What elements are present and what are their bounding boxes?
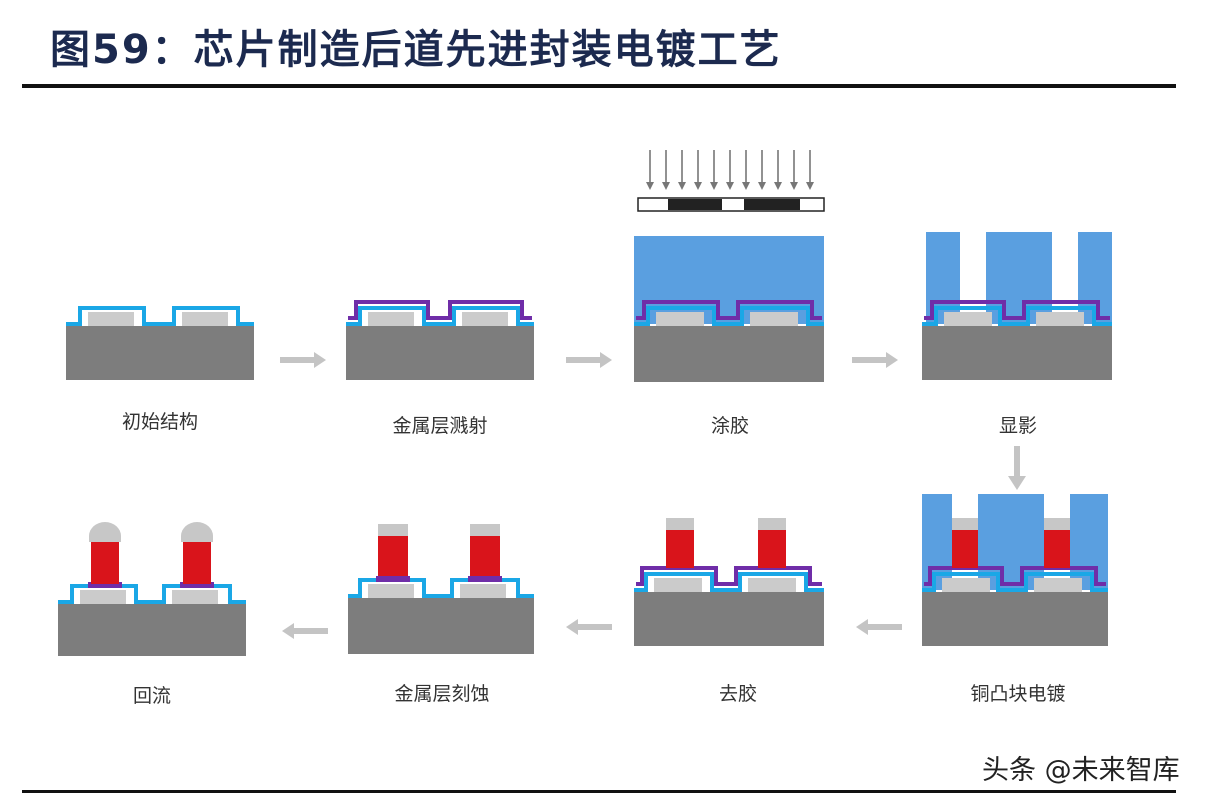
passivation-layer <box>922 572 1108 592</box>
flow-arrows <box>280 352 1026 639</box>
pad <box>654 578 702 592</box>
solder-cap <box>470 524 500 536</box>
copper-bump <box>1044 530 1070 568</box>
step-development <box>922 232 1112 380</box>
seed-metal-layer <box>924 566 1106 586</box>
passivation-layer <box>634 572 824 592</box>
pad <box>80 590 126 604</box>
pad <box>656 312 704 326</box>
solder-cap <box>952 518 978 530</box>
step-label: 金属层刻蚀 <box>394 683 489 705</box>
step-label: 涂胶 <box>711 415 749 437</box>
step-photoresist-removal <box>634 518 824 646</box>
step-metal-sputtering <box>346 300 534 380</box>
pad <box>944 312 992 326</box>
step-metal-etching <box>348 524 534 654</box>
substrate <box>58 604 246 656</box>
pad <box>182 312 228 326</box>
patterned-photoresist <box>926 232 1112 324</box>
pad <box>460 584 506 598</box>
solder-cap <box>666 518 694 530</box>
right-arrow-icon <box>566 352 612 368</box>
copper-bump <box>183 542 211 584</box>
step-label: 回流 <box>133 685 171 707</box>
pad <box>1036 312 1084 326</box>
pad <box>172 590 218 604</box>
seed-metal-remnant <box>468 576 502 582</box>
substrate <box>634 592 824 646</box>
copper-bump <box>666 530 694 568</box>
step-label: 初始结构 <box>122 411 198 433</box>
copper-bump <box>952 530 978 568</box>
seed-metal-remnant <box>180 582 214 588</box>
photoresist <box>634 236 824 324</box>
copper-bump <box>91 542 119 584</box>
step-copper-bump-electroplating <box>922 494 1108 646</box>
seed-metal-layer <box>636 566 822 586</box>
passivation-layer <box>348 578 534 598</box>
pad <box>88 312 134 326</box>
down-arrow-icon <box>1008 446 1026 490</box>
solder-cap <box>1044 518 1070 530</box>
substrate <box>348 598 534 654</box>
step-photoresist-coating <box>634 150 825 382</box>
seed-metal-remnant <box>376 576 410 582</box>
passivation-layer <box>346 306 534 326</box>
page-title: 图59：芯片制造后道先进封装电镀工艺 <box>50 27 782 73</box>
right-arrow-icon <box>852 352 898 368</box>
copper-bump <box>758 530 786 568</box>
substrate <box>634 326 824 382</box>
photomask <box>637 197 825 212</box>
pad <box>368 584 414 598</box>
copper-bump <box>378 536 408 576</box>
pad <box>750 312 798 326</box>
copper-bump <box>470 536 500 576</box>
step-initial-structure <box>66 306 254 380</box>
passivation-layer <box>66 306 254 326</box>
exposure-arrows <box>646 150 814 190</box>
step-label: 去胶 <box>719 683 757 705</box>
substrate <box>922 592 1108 646</box>
step-reflow <box>58 522 246 656</box>
seed-metal-layer <box>636 300 822 320</box>
substrate <box>346 326 534 380</box>
pad <box>748 578 796 592</box>
pad <box>942 578 990 592</box>
step-label: 金属层溅射 <box>392 415 487 437</box>
step-label: 显影 <box>999 415 1037 437</box>
solder-cap <box>758 518 786 530</box>
solder-cap <box>378 524 408 536</box>
passivation-layer <box>58 584 246 604</box>
resist-opening <box>960 232 986 304</box>
step-label: 铜凸块电镀 <box>970 683 1065 705</box>
right-arrow-icon <box>280 352 326 368</box>
substrate <box>66 326 254 380</box>
seed-metal-layer <box>924 300 1110 320</box>
left-arrow-icon <box>856 619 902 635</box>
passivation-layer <box>634 306 824 326</box>
passivation-layer <box>922 306 1112 326</box>
resist-opening <box>1052 232 1078 304</box>
reflowed-solder-cap <box>89 522 121 542</box>
footer-divider <box>22 790 1176 793</box>
pad <box>1034 578 1082 592</box>
reflowed-solder-cap <box>181 522 213 542</box>
left-arrow-icon <box>282 623 328 639</box>
substrate <box>922 326 1112 380</box>
left-arrow-icon <box>566 619 612 635</box>
pad <box>462 312 508 326</box>
watermark: 头条 @未来智库 <box>982 755 1180 786</box>
seed-metal-layer <box>348 300 532 320</box>
seed-metal-remnant <box>88 582 122 588</box>
pad <box>368 312 414 326</box>
title-divider <box>22 84 1176 88</box>
